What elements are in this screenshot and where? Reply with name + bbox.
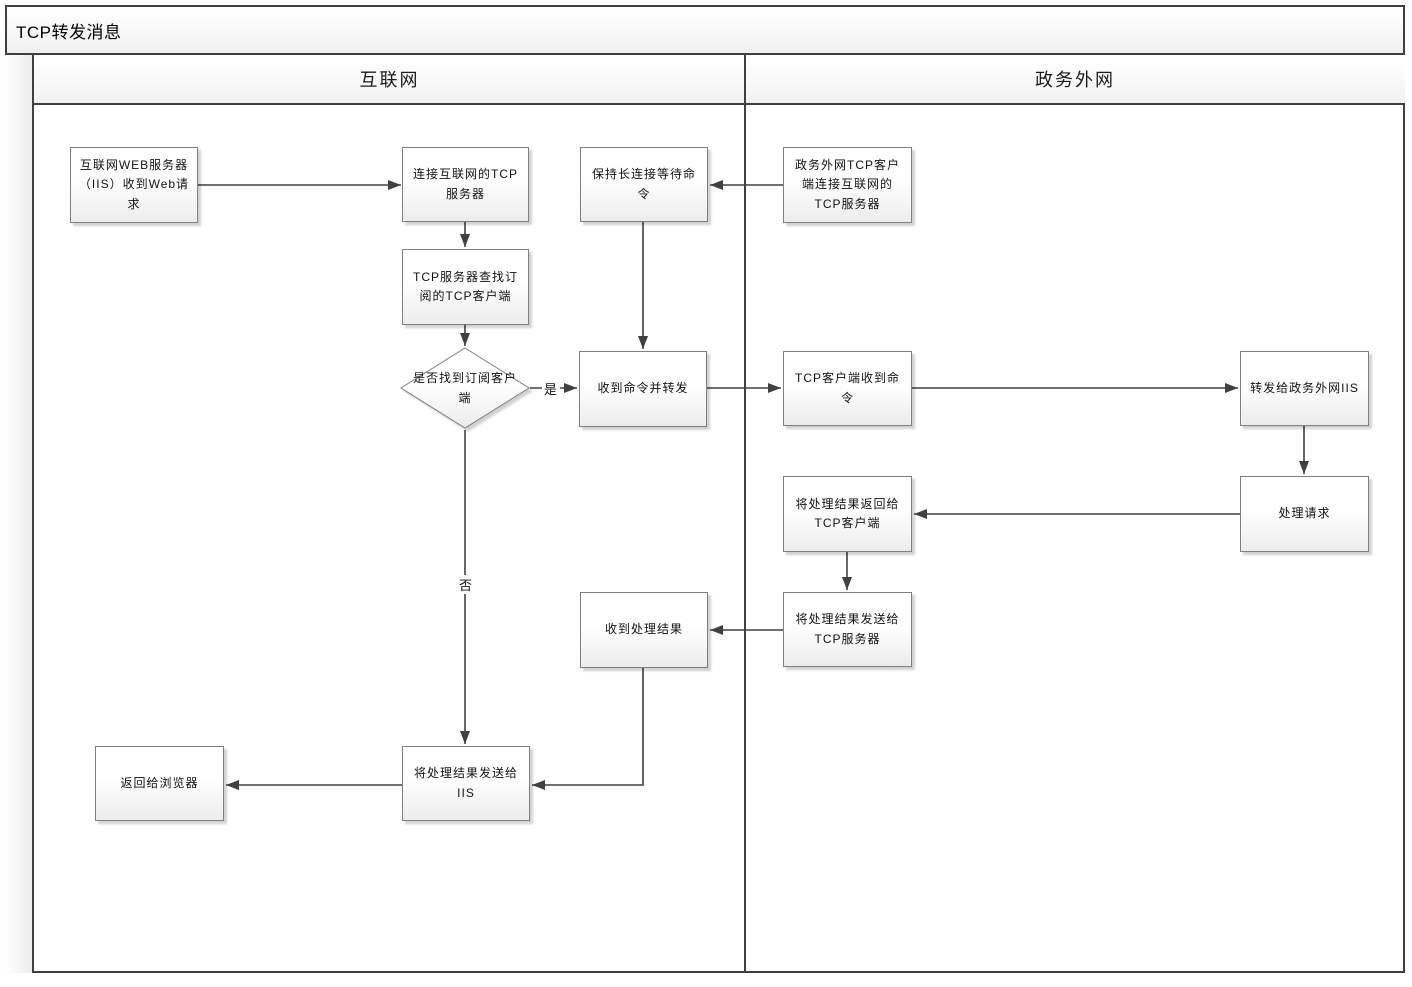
lane-header-row: 互联网 政务外网: [34, 55, 1405, 105]
node-return-browser: 返回给浏览器: [95, 746, 224, 821]
node-return-result: 将处理结果返回给TCP客户端: [783, 476, 912, 552]
node-client-recv: TCP客户端收到命令: [783, 351, 912, 426]
pool-label-strip: [5, 55, 34, 973]
node-send-iis: 将处理结果发送给IIS: [402, 746, 530, 821]
node-gov-connect: 政务外网TCP客户端连接互联网的TCP服务器: [783, 147, 912, 223]
title-bar: TCP转发消息: [5, 5, 1405, 55]
edge-label-yes: 是: [542, 379, 561, 398]
lane-divider: [744, 55, 746, 973]
node-find-client: TCP服务器查找订阅的TCP客户端: [402, 249, 529, 325]
node-forward-gov-iis: 转发给政务外网IIS: [1240, 351, 1369, 426]
node-recv-result: 收到处理结果: [580, 592, 708, 668]
node-keep-alive: 保持长连接等待命令: [580, 147, 708, 222]
node-send-tcp-server: 将处理结果发送给TCP服务器: [783, 592, 912, 667]
decision-label: 是否找到订阅客户端: [412, 371, 517, 405]
node-found-client-decision: 是否找到订阅客户端: [398, 346, 532, 431]
node-connect-tcp: 连接互联网的TCP服务器: [402, 147, 529, 222]
lane-header-gov-extranet: 政务外网: [1035, 70, 1115, 90]
lane-header-internet: 互联网: [359, 70, 420, 90]
node-forward-cmd: 收到命令并转发: [579, 351, 707, 427]
edge-label-no: 否: [457, 575, 476, 594]
node-handle-request: 处理请求: [1240, 476, 1369, 552]
diamond-shape: [400, 347, 530, 429]
node-web-request: 互联网WEB服务器（IIS）收到Web请求: [70, 147, 198, 223]
page-title: TCP转发消息: [16, 22, 122, 42]
